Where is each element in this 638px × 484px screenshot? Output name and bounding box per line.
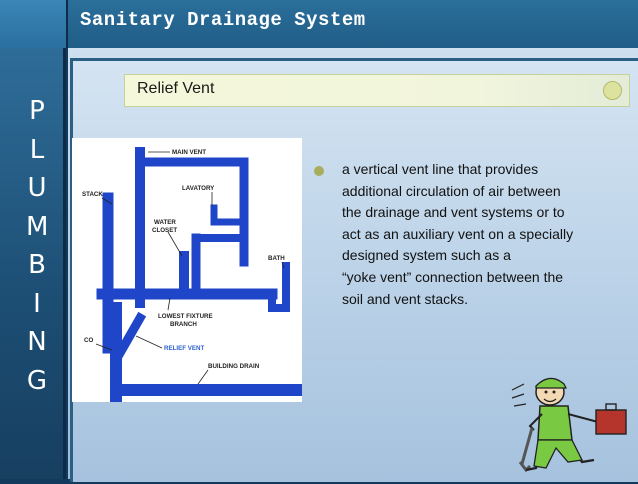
plumber-cartoon-image [510,370,638,479]
plumber-pants [533,439,583,469]
content-panel [68,48,638,482]
plumber-cartoon-svg [511,377,627,473]
bullet-line: soil and vent stacks. [342,290,469,307]
vertical-letter: B [28,250,46,280]
vertical-letter: I [33,288,41,319]
plumber-cap [535,377,568,389]
label-relief-vent: RELIEF VENT [164,345,204,352]
diagram-svg: MAIN VENT STACK LAVATORY WATER CLOSET BA… [82,147,304,402]
subtitle-bullet-icon [603,81,622,100]
label-lavatory: LAVATORY [182,185,215,192]
plumber-arm [567,413,599,423]
wrench-icon [518,427,534,473]
plumber-eye [552,390,556,394]
vertical-letter: U [27,173,47,203]
bullet-line: designed system such as a [342,247,511,264]
plumber-eye [544,390,548,394]
plumber-mouth [543,398,557,403]
label-co: CO [84,337,93,344]
leader-stack [101,197,113,205]
toolbox-handle [605,403,617,411]
bath-trap-pipe [268,262,290,312]
subtitle-box: Relief Vent [124,74,630,107]
label-stack: STACK [82,191,103,198]
bullet-line: additional circulation of air between [342,182,561,199]
bullet-line: a vertical vent line that provides [342,161,539,177]
leader-water-closet [167,231,183,257]
label-lowest-fixture: LOWEST FIXTURE [158,313,213,320]
left-sidebar: P L U M B I N G [0,48,66,479]
slide-title: Sanitary Drainage System [80,9,366,31]
vertical-letter: L [29,134,45,165]
toolbox-icon [595,409,627,435]
vertical-letter: N [27,327,47,357]
leader-relief-vent [135,335,163,349]
vertical-letter: M [26,211,49,242]
label-bath: BATH [268,255,285,262]
motion-line [511,383,525,391]
bullet-line: the drainage and vent systems or to [342,204,565,221]
label-closet: CLOSET [152,227,177,234]
title-band-left-tab [0,0,66,48]
bullet-text: a vertical vent line that provides addit… [342,159,612,310]
bullet-line: “yoke vent” connection between the [342,268,564,285]
label-water: WATER [154,219,176,226]
bullet-line: act as an auxiliary vent on a specially [342,225,574,242]
leader-co [95,343,113,351]
subtitle-text: Relief Vent [137,80,215,97]
title-band: Sanitary Drainage System [0,0,638,48]
plumber-body [537,405,573,441]
relief-vent-diagram: MAIN VENT STACK LAVATORY WATER CLOSET BA… [72,138,304,402]
label-main-vent: MAIN VENT [172,149,206,156]
motion-line [511,393,525,399]
vertical-letter: P [29,96,45,126]
bullet-dot-icon [314,166,324,176]
vertical-word: P L U M B I N G [26,92,48,400]
leader-lowest-fixture [167,297,171,311]
title-band-divider [66,0,68,48]
label-building-drain: BUILDING DRAIN [208,363,260,370]
motion-line [513,403,527,407]
vertical-letter: G [26,365,48,396]
left-sidebar-edge [63,48,66,479]
label-branch: BRANCH [170,321,197,328]
relief-vent-pipe [109,311,147,367]
leader-building-drain [197,369,209,385]
leader-bath [281,261,285,269]
